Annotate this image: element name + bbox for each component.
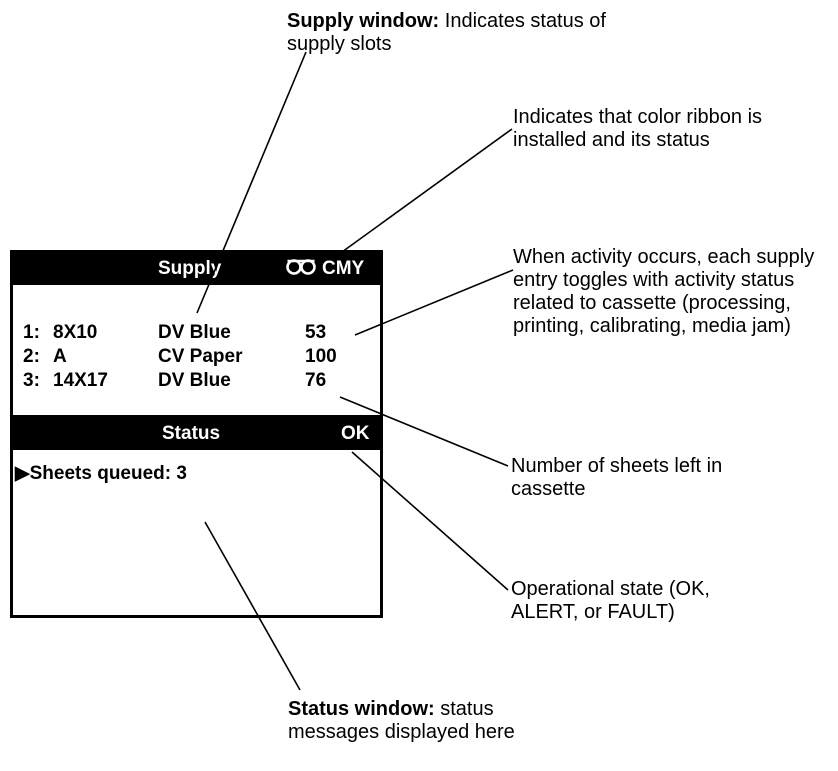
supply-window-title: Supply [158,258,222,279]
annotation-operational-state: Operational state (OK, ALERT, or FAULT) [511,578,710,623]
annotation-supply-window-bold: Supply window: [287,10,440,32]
status-window: Status OK ▶Sheets queued: 3 [10,418,383,618]
sheet-count: 100 [305,346,337,367]
annotation-status-window-bold: Status window: [288,698,435,720]
sheet-count: 76 [305,370,327,391]
supply-window: Supply CMY 1: 8X10 DV Blue 53 2: A CV Pa… [10,250,383,418]
sheet-count: 53 [305,322,327,343]
status-message: ▶Sheets queued: 3 [15,462,187,486]
supply-window-body: 1: 8X10 DV Blue 53 2: A CV Paper 100 3: … [13,285,380,415]
annotation-supply-window: Supply window: Indicates status of suppl… [287,10,607,56]
media-size: A [53,346,67,367]
pointer-arrow-icon: ▶ [15,463,30,484]
media-size: 14X17 [53,370,108,391]
leader-ribbon [341,128,513,253]
leader-sheets-left [339,396,509,467]
media-type: CV Paper [158,346,243,367]
media-type: DV Blue [158,322,231,343]
leader-operational-state [351,451,509,591]
media-size: 8X10 [53,322,98,343]
status-message-text: Sheets queued: 3 [29,463,187,484]
annotation-status-window: Status window: status messages displayed… [288,698,528,744]
annotation-status-window-text: status messages displayed here [288,698,515,743]
leader-status-window [204,521,301,691]
slot-number: 1: [23,322,40,343]
status-window-title: Status [162,423,221,444]
annotation-sheets-left: Number of sheets left in cassette [511,455,723,500]
status-window-header: Status OK [10,418,383,450]
ribbon-label: CMY [322,258,365,279]
supply-window-header: Supply CMY [10,250,383,285]
annotation-ribbon: Indicates that color ribbon is installed… [513,106,763,151]
annotation-activity: When activity occurs, each supply entry … [513,246,815,337]
status-window-body: ▶Sheets queued: 3 [13,450,380,615]
leader-activity [354,269,514,336]
leader-supply-window [196,51,307,314]
operational-state: OK [341,423,370,444]
slot-number: 3: [23,370,40,391]
slot-number: 2: [23,346,40,367]
ribbon-reels-icon [285,258,317,281]
media-type: DV Blue [158,370,231,391]
annotation-supply-window-text: Indicates status of supply slots [287,10,606,55]
